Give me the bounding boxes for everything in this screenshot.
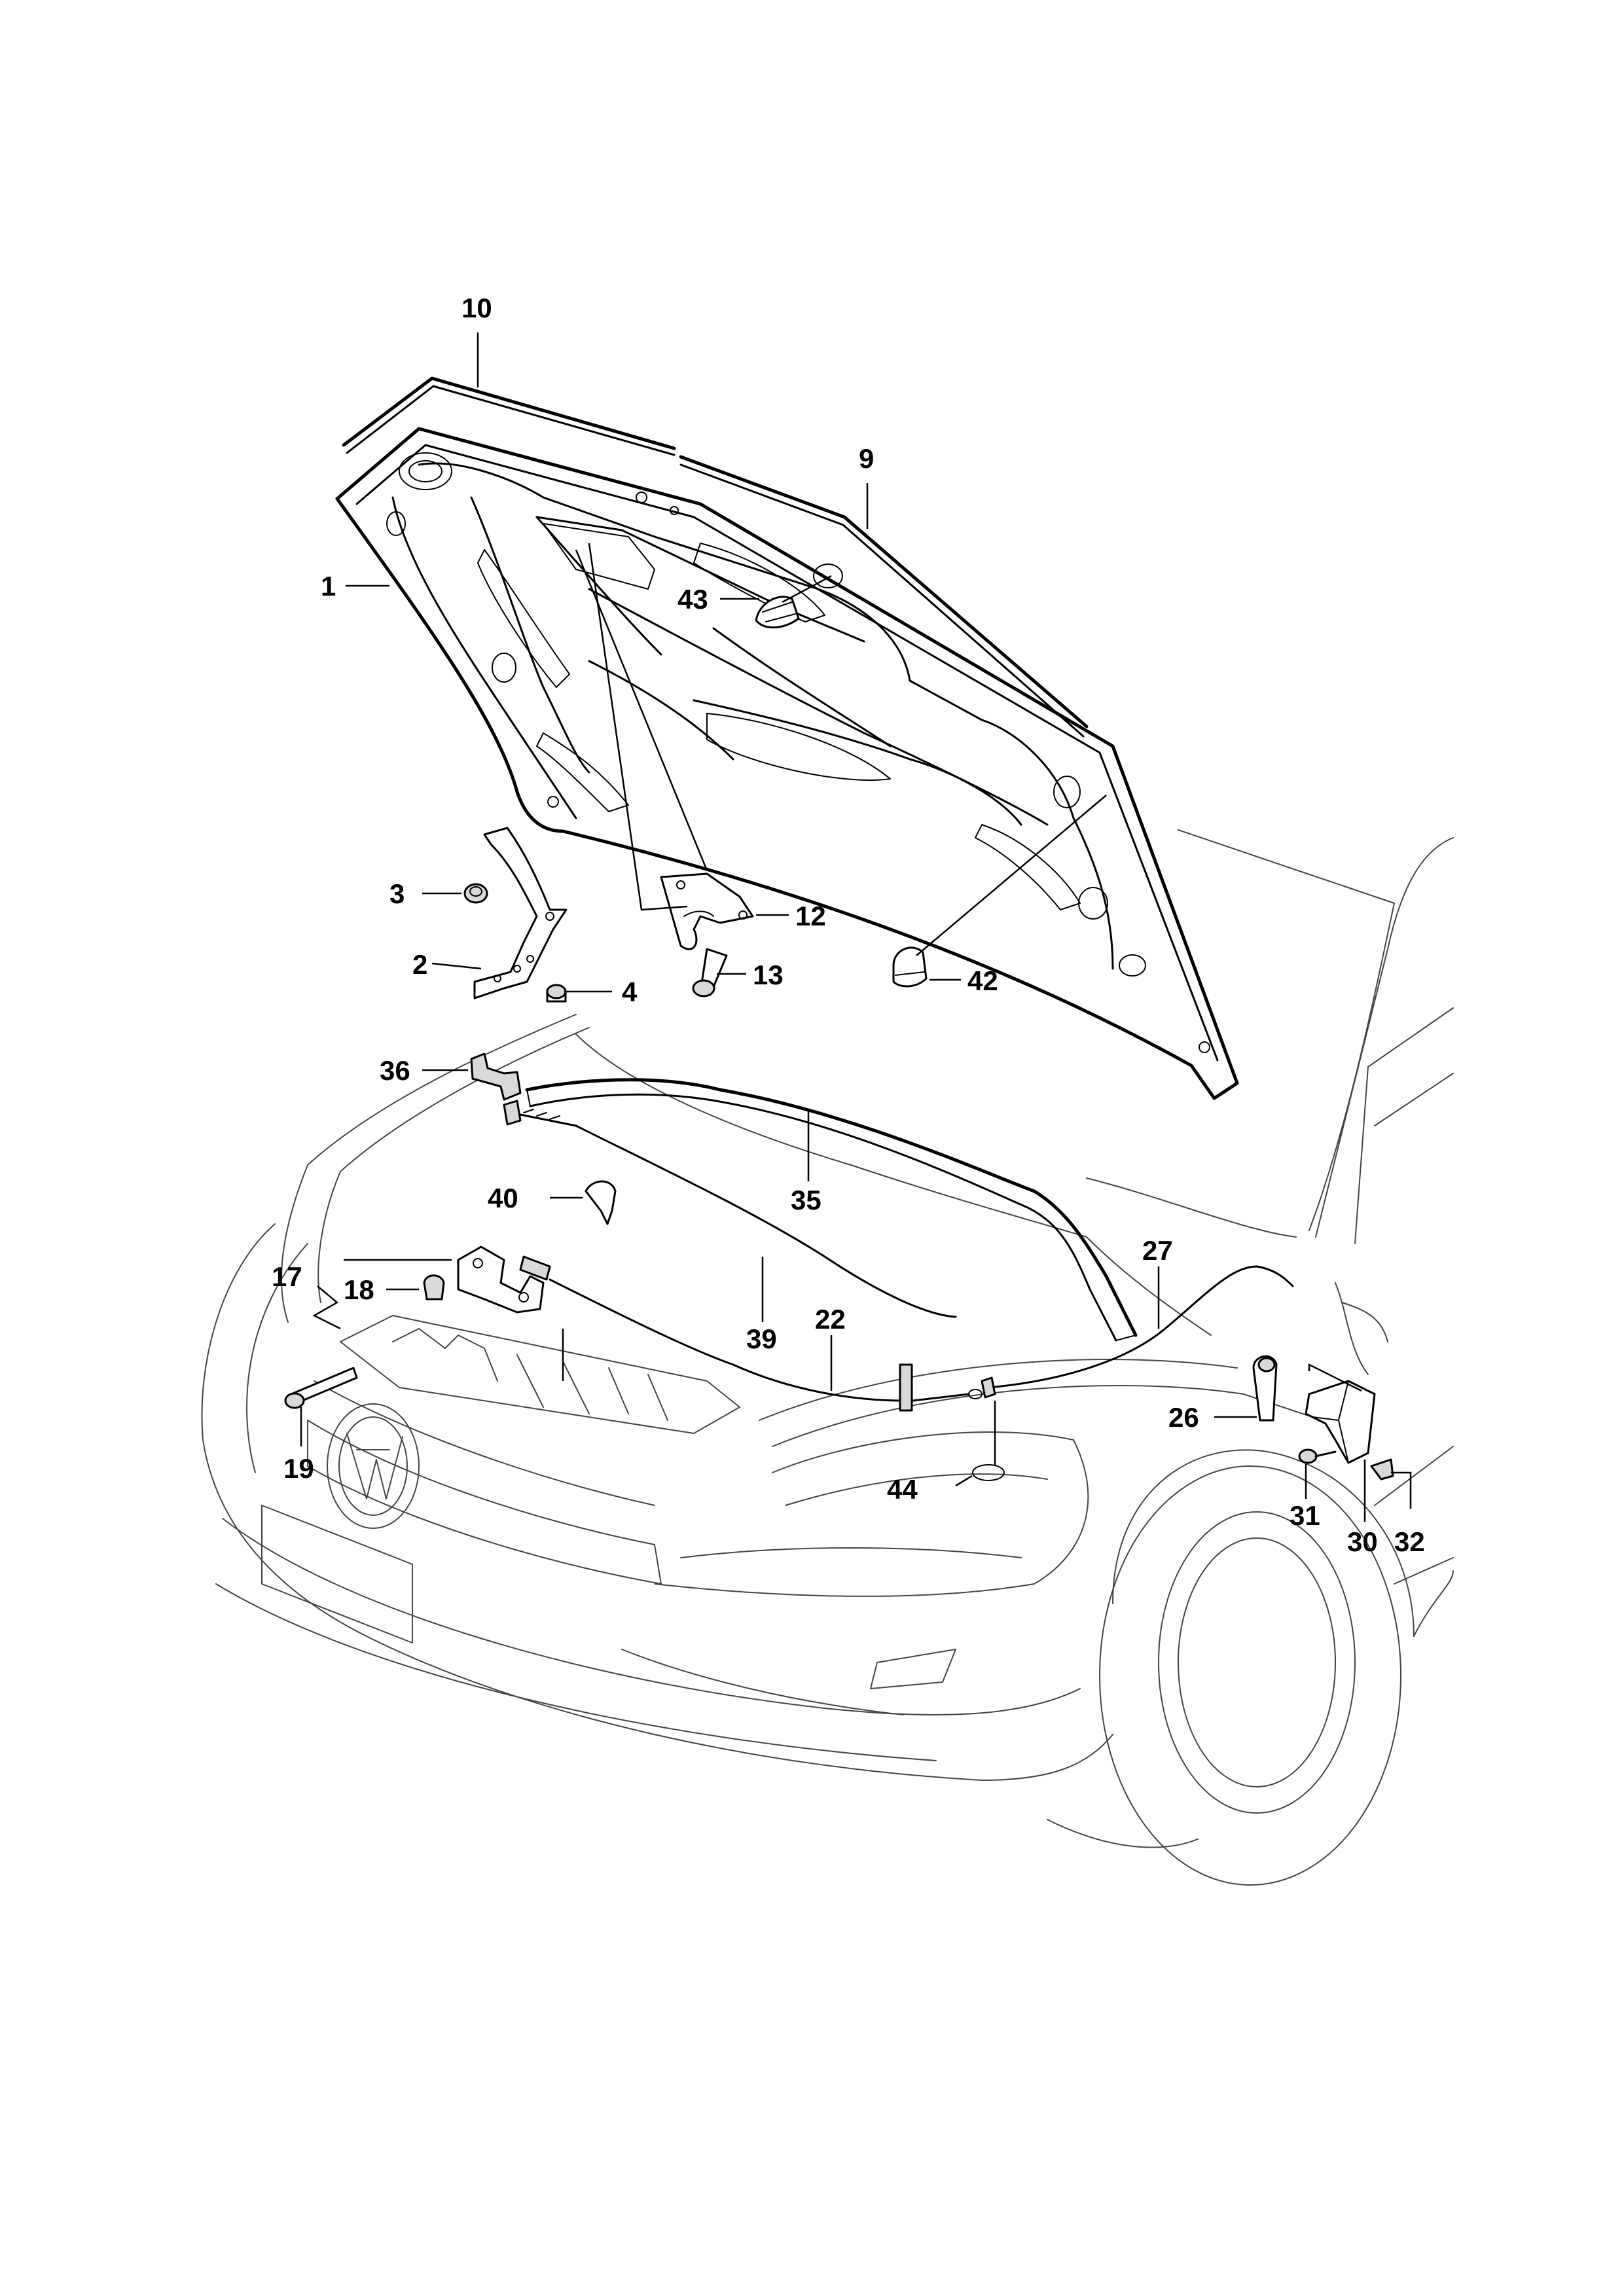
callout-22: 22: [815, 1304, 846, 1335]
bolt-19: [284, 1367, 358, 1409]
cap-18: [423, 1274, 445, 1300]
leader-lines: [300, 332, 1412, 1522]
hood-lock-17: [457, 1246, 545, 1314]
callout-2: 2: [412, 949, 427, 980]
callout-18: 18: [344, 1274, 374, 1305]
nut-3: [463, 883, 488, 904]
callout-44: 44: [887, 1474, 918, 1505]
callout-35: 35: [791, 1185, 821, 1215]
bolt-13: [692, 948, 728, 997]
callout-9: 9: [859, 443, 874, 474]
callout-42: 42: [967, 965, 998, 996]
seal-strip-35: [525, 1078, 1138, 1342]
callout-labels: 10 9 1 43 3 2 12 13 4 42 36 35 40 17 18 …: [272, 293, 1425, 1557]
callout-31: 31: [1290, 1500, 1320, 1531]
callout-4: 4: [622, 977, 638, 1007]
callout-36: 36: [380, 1055, 410, 1086]
callout-10: 10: [461, 293, 492, 323]
bracket-30: [1305, 1380, 1376, 1464]
clip-40: [585, 1180, 617, 1225]
release-cable-27: [981, 1265, 1294, 1399]
hood-seal-front: [342, 376, 676, 456]
car-body-outline: [201, 829, 1454, 1886]
release-cable-39: [503, 1100, 957, 1318]
callout-32: 32: [1394, 1526, 1425, 1557]
callout-17: 17: [272, 1261, 302, 1292]
hood-seal-rear: [679, 455, 1089, 738]
callout-40: 40: [488, 1183, 518, 1213]
callout-43: 43: [677, 584, 708, 615]
callout-13: 13: [753, 960, 784, 990]
callout-30: 30: [1347, 1526, 1378, 1557]
callout-19: 19: [283, 1453, 314, 1484]
callout-1: 1: [321, 571, 336, 601]
callout-12: 12: [795, 901, 826, 931]
clip-32: [1370, 1458, 1394, 1480]
callout-39: 39: [746, 1323, 777, 1354]
callout-26: 26: [1168, 1402, 1199, 1433]
callout-3: 3: [389, 878, 405, 909]
clip-36: [470, 1052, 522, 1101]
callout-27: 27: [1142, 1235, 1173, 1266]
rubber-buffer-42: [892, 946, 928, 988]
release-cable-22: [519, 1255, 983, 1412]
lock-striker-12: [660, 872, 754, 950]
hood-panel: [335, 427, 1239, 1100]
rod-holder-26: [1252, 1355, 1278, 1422]
cap-44: [972, 1464, 1005, 1481]
hood-hinge-2: [473, 827, 568, 999]
rubber-buffer-43: [755, 596, 800, 629]
bolt-4: [546, 984, 567, 1003]
bolt-31: [1298, 1448, 1337, 1464]
